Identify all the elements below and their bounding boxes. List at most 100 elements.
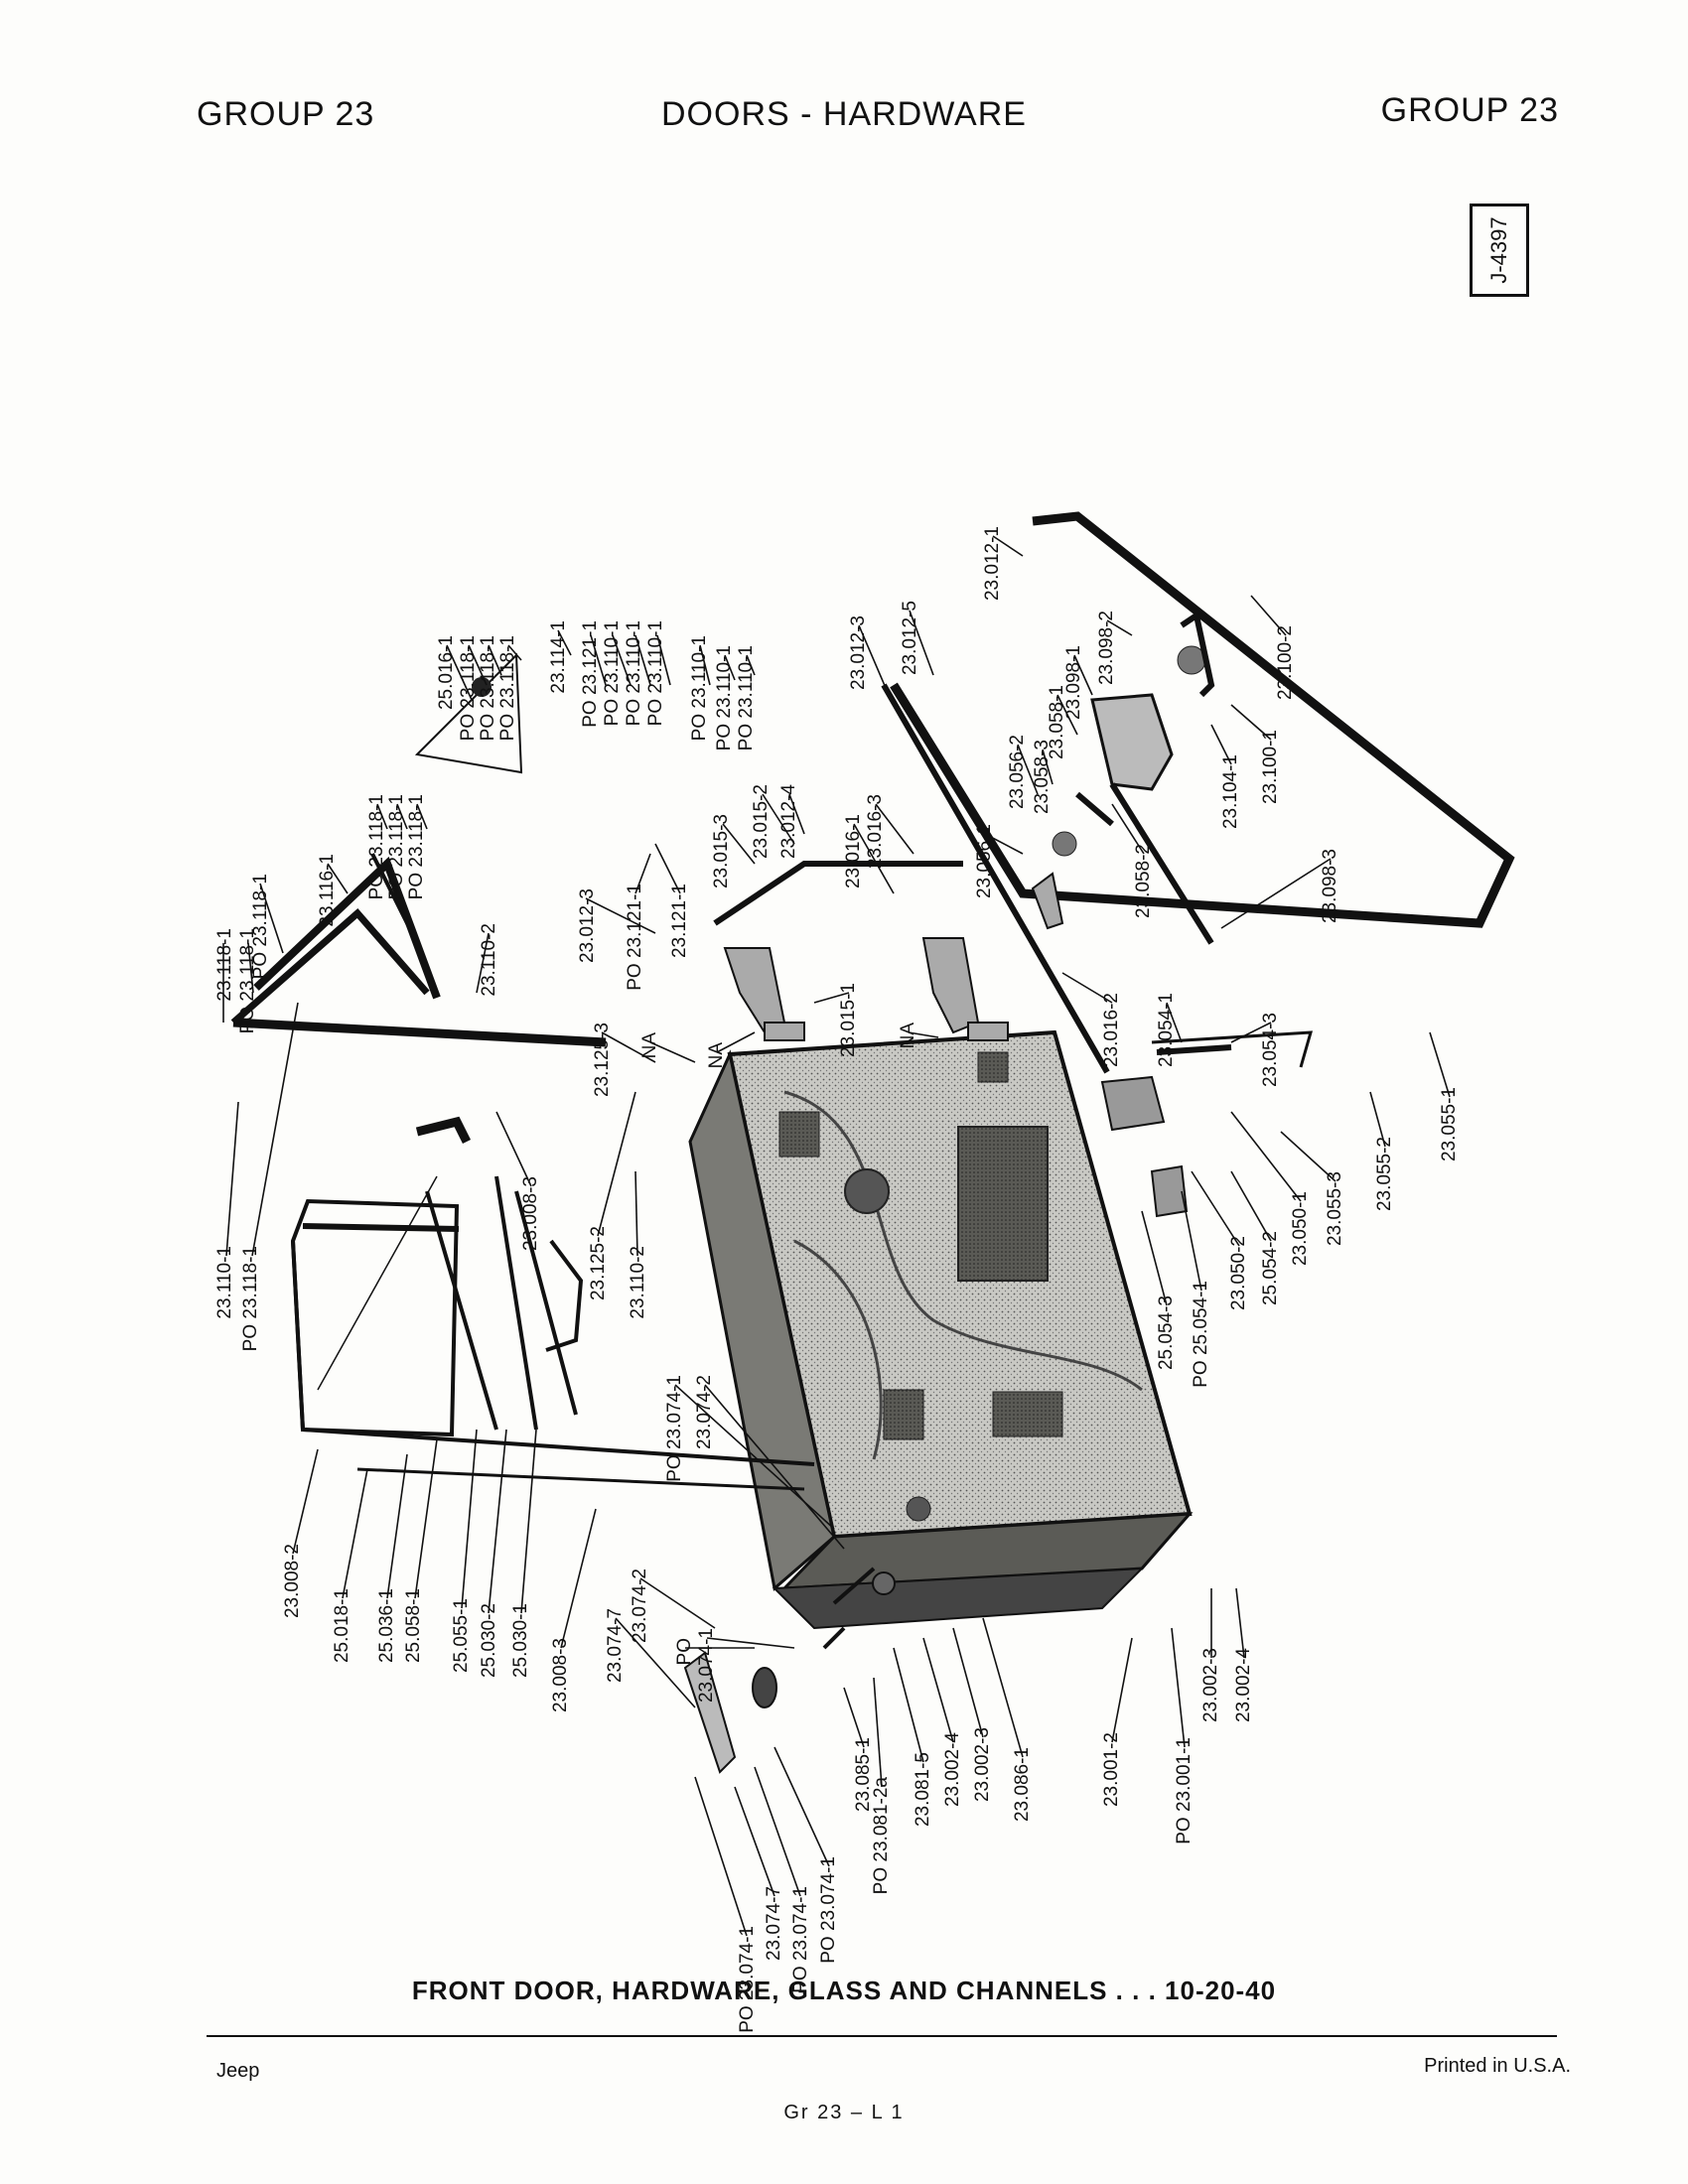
- part-callout: PO 23.081-2a: [871, 1777, 892, 1895]
- leader-line: [1042, 749, 1054, 785]
- part-callout: PO: [674, 1638, 695, 1665]
- leader-line: [557, 629, 572, 656]
- part-callout: 23.055-3: [1325, 1171, 1345, 1246]
- leader-line: [746, 654, 756, 676]
- leader-line: [1230, 1111, 1302, 1202]
- leader-line: [446, 644, 473, 701]
- door-panel: [688, 1029, 1194, 1630]
- part-callout: 25.018-1: [332, 1588, 352, 1663]
- outside-handle: [683, 1567, 896, 1774]
- door-glass: [290, 1116, 815, 1491]
- leader-line: [843, 1687, 865, 1748]
- part-callout: 23.110-2: [479, 923, 499, 997]
- part-callout: 23.100-2: [1275, 625, 1296, 700]
- part-callout: 23.100-1: [1260, 730, 1281, 804]
- leader-line: [699, 644, 711, 686]
- part-callout: 25.058-1: [403, 1588, 424, 1663]
- leader-line: [1141, 1210, 1168, 1306]
- leader-line: [634, 1170, 638, 1257]
- leader-line: [342, 1468, 368, 1599]
- leader-line: [1280, 1131, 1336, 1182]
- part-callout: 23.058-1: [1047, 685, 1067, 759]
- part-callout: 23.012-4: [778, 784, 799, 859]
- part-callout: 23.081-5: [913, 1752, 933, 1827]
- part-callout: 23.015-2: [751, 784, 772, 859]
- leader-line: [597, 1091, 636, 1237]
- leader-line: [1166, 1002, 1183, 1043]
- leader-line: [520, 1429, 537, 1614]
- leader-line: [1056, 694, 1078, 736]
- leader-line: [1369, 1091, 1386, 1148]
- part-callout: 23.114-1: [548, 620, 569, 694]
- leader-line: [649, 1041, 696, 1063]
- leader-line: [922, 1637, 954, 1743]
- part-callout: PO 23.118-1: [250, 874, 271, 979]
- leader-line: [1017, 744, 1039, 795]
- leader-line: [788, 793, 805, 835]
- part-callout: 25.054-2: [1260, 1231, 1281, 1305]
- leader-line: [634, 853, 651, 894]
- leader-line: [893, 1647, 924, 1763]
- leader-line: [476, 932, 490, 994]
- part-callout: NA: [639, 1032, 660, 1059]
- part-callout: 23.125-2: [588, 1226, 609, 1300]
- part-callout: 23.002-3: [972, 1727, 993, 1802]
- door-lock: [1100, 1030, 1314, 1218]
- reference-box: J-4397: [1470, 204, 1529, 297]
- part-callout: 23.012-3: [848, 615, 869, 690]
- part-callout: NA: [706, 1042, 727, 1069]
- leader-line: [704, 1384, 845, 1550]
- leader-line: [774, 1746, 830, 1867]
- glass-run-channel: [713, 511, 1515, 1074]
- leader-line: [858, 624, 890, 696]
- part-callout: PO 23.074-1: [790, 1886, 811, 1993]
- leader-line: [416, 803, 428, 830]
- leader-line: [706, 1637, 795, 1649]
- leader-line: [1181, 1190, 1202, 1292]
- part-callout: 23.074-7: [764, 1886, 784, 1961]
- part-callout: PO 23.118-1: [497, 635, 518, 741]
- part-callout: NA: [898, 1023, 918, 1049]
- leader-line: [488, 644, 502, 676]
- part-callout: 23.056-1: [974, 824, 995, 898]
- part-callout: PO 23.110-1: [624, 620, 644, 726]
- part-callout: 23.074-2: [694, 1375, 715, 1449]
- part-callout: PO 23.110-1: [689, 635, 710, 741]
- leader-line: [1230, 1170, 1272, 1242]
- leader-line: [615, 1617, 696, 1708]
- part-callout: 25.030-1: [510, 1603, 531, 1678]
- part-callout: 23.074-7: [605, 1608, 626, 1683]
- leader-line: [1230, 1022, 1272, 1043]
- page-code: Gr 23 – L 1: [783, 2102, 905, 2123]
- leader-line: [762, 793, 795, 845]
- leader-line: [225, 1101, 239, 1257]
- leader-line: [612, 634, 632, 686]
- part-callout: PO 23.074-1: [664, 1375, 685, 1482]
- leader-line: [722, 823, 756, 865]
- part-callout: 23.016-2: [1101, 993, 1122, 1067]
- part-callout: 23.098-2: [1096, 611, 1117, 685]
- leader-line: [507, 644, 522, 661]
- window-channel-frame: [230, 853, 607, 1047]
- part-callout: 23.050-2: [1228, 1236, 1249, 1310]
- leader-line: [488, 1429, 507, 1614]
- part-callout: 23.015-1: [838, 983, 859, 1057]
- leader-line: [1220, 858, 1332, 929]
- callout-leader-lines: [222, 535, 1451, 1937]
- part-callout: PO 23.118-1: [406, 794, 427, 899]
- part-callout: 23.098-1: [1063, 645, 1084, 720]
- part-callout: 23.016-3: [865, 794, 886, 869]
- leader-line: [1106, 619, 1133, 636]
- hinges: [723, 937, 1009, 1041]
- leader-line: [414, 1438, 438, 1599]
- footer-brand: Jeep: [216, 2060, 260, 2082]
- leader-line: [1429, 1031, 1451, 1098]
- part-callout: 23.054-1: [1156, 993, 1177, 1067]
- leader-line: [694, 1776, 748, 1937]
- part-callout: 23.055-1: [1439, 1087, 1460, 1161]
- leader-line: [251, 1002, 299, 1257]
- part-callout: PO 23.074-1: [818, 1856, 839, 1964]
- leader-line: [1235, 1587, 1245, 1659]
- part-callout: PO 23.118-1: [458, 635, 479, 741]
